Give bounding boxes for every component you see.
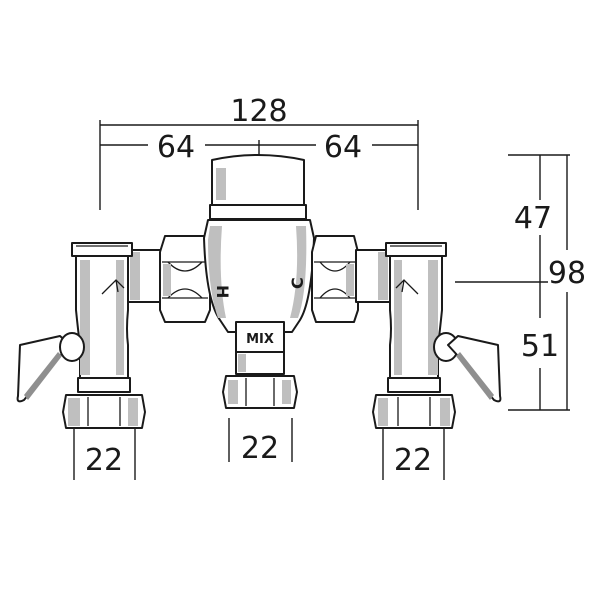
right-olive-ring [387,377,441,393]
right-isolator-valve [355,242,502,429]
right-top-cap [385,242,447,257]
dim-right-centre: 64 [324,130,362,165]
mixer-head-cap [211,154,305,206]
dim-left-centre: 64 [157,130,195,165]
dim-lower-height: 51 [521,329,559,364]
thermostatic-mixer-body: H C MIX [203,154,315,409]
dim-upper-height: 47 [514,201,552,236]
left-isolator-valve [16,242,169,429]
right-compression-nut [372,394,456,429]
cold-marking: C [288,277,307,289]
mix-marking: MIX [246,332,274,347]
dimension-lines [73,120,570,480]
left-top-cap [71,242,133,257]
mixer-collar [209,204,307,220]
mix-plate [235,321,285,353]
left-union-nut [159,235,211,323]
mix-outlet-nut [222,375,298,409]
dim-right-outlet: 22 [394,443,432,478]
dim-mix-outlet: 22 [241,431,279,466]
right-union-nut [311,235,359,323]
dim-left-outlet: 22 [85,443,123,478]
left-olive-ring [77,377,131,393]
left-compression-nut [62,394,146,429]
dim-overall-width: 128 [230,94,287,129]
dim-total-height: 98 [548,256,586,291]
left-spindle [59,332,85,362]
mix-neck [235,351,285,375]
right-lever-handle [447,335,502,403]
hot-marking: H [213,285,232,298]
